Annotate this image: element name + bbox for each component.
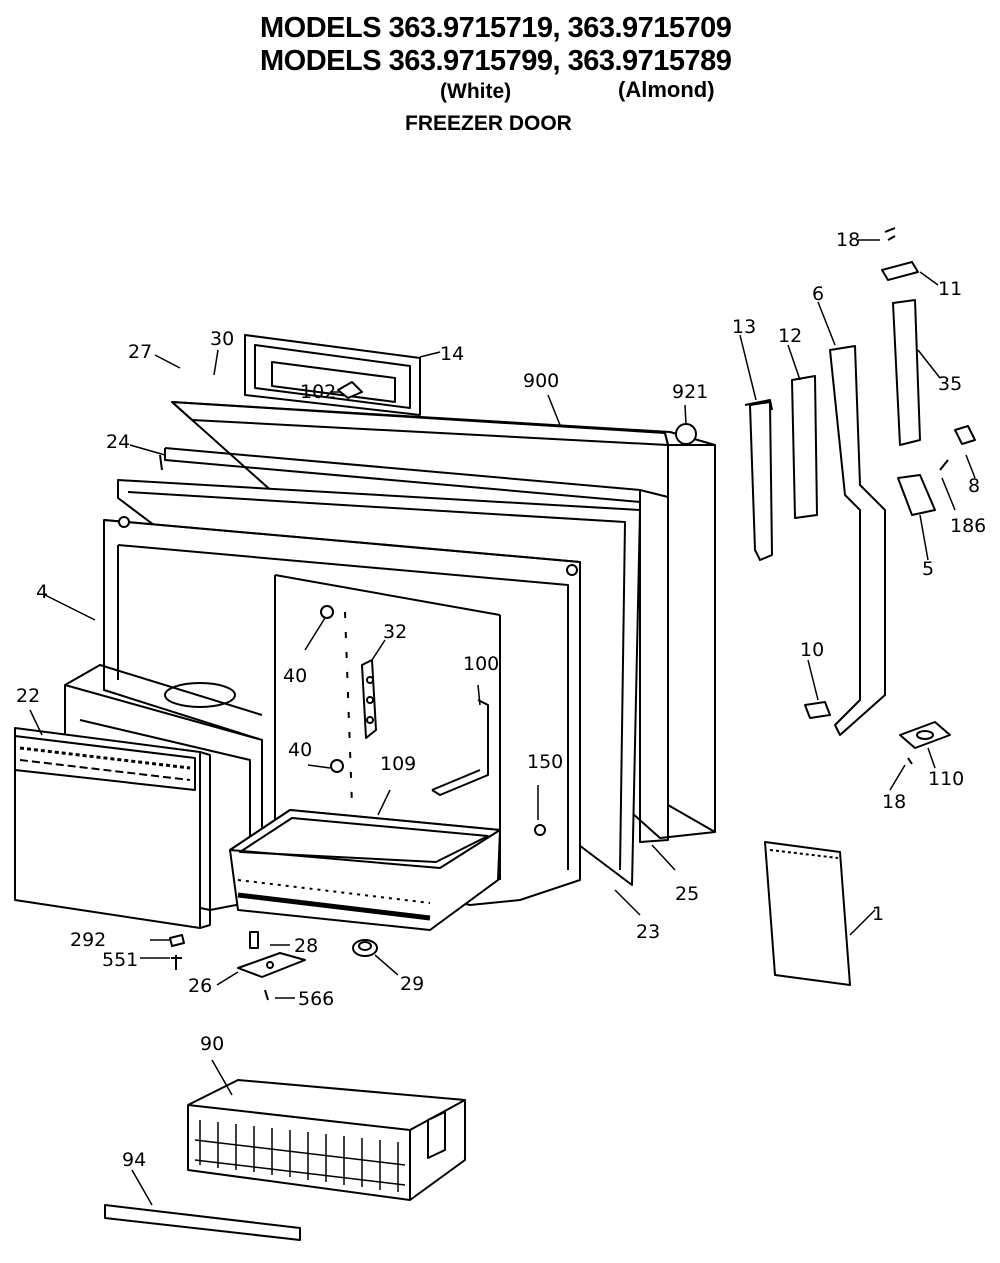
hinge-6 bbox=[829, 345, 886, 736]
callout-40-top: 40 bbox=[283, 665, 307, 687]
callout-26: 26 bbox=[188, 975, 212, 997]
callout-94: 94 bbox=[122, 1149, 146, 1171]
callout-10: 10 bbox=[800, 639, 824, 661]
models-line-2: MODELS 363.9715799, 363.9715789 bbox=[260, 45, 732, 77]
models-line-1: MODELS 363.9715719, 363.9715709 bbox=[260, 12, 732, 44]
callout-102: 102 bbox=[300, 381, 336, 403]
dispenser-panel-14 bbox=[244, 334, 421, 416]
callout-24: 24 bbox=[106, 431, 130, 453]
callout-551: 551 bbox=[102, 949, 138, 971]
leader-lines bbox=[29, 239, 976, 1206]
trim-13 bbox=[744, 399, 773, 561]
callout-921: 921 bbox=[672, 381, 708, 403]
bracket-110 bbox=[899, 721, 951, 749]
callout-5: 5 bbox=[922, 558, 934, 580]
rail-94 bbox=[104, 1204, 301, 1241]
callout-109: 109 bbox=[380, 753, 416, 775]
instruction-sheet-1 bbox=[764, 841, 851, 986]
callout-566: 566 bbox=[298, 988, 334, 1010]
hinge-cover-11 bbox=[881, 261, 919, 281]
callout-30: 30 bbox=[210, 328, 234, 350]
callout-27: 27 bbox=[128, 341, 152, 363]
callout-18-top: 18 bbox=[836, 229, 860, 251]
part-186 bbox=[939, 459, 949, 471]
callout-40-bottom: 40 bbox=[288, 739, 312, 761]
diagram-header: MODELS 363.9715719, 363.9715709 MODELS 3… bbox=[0, 0, 1000, 150]
callout-150: 150 bbox=[527, 751, 563, 773]
screw-18 bbox=[884, 227, 913, 765]
callout-292: 292 bbox=[70, 929, 106, 951]
door-gasket-24 bbox=[159, 447, 669, 843]
bracket-5 bbox=[897, 474, 936, 516]
callout-100: 100 bbox=[463, 653, 499, 675]
trim-12 bbox=[791, 375, 818, 519]
inner-liner-4 bbox=[103, 516, 581, 906]
callout-186: 186 bbox=[950, 515, 986, 537]
callout-12: 12 bbox=[778, 325, 802, 347]
tray-109 bbox=[229, 809, 501, 931]
callout-90: 90 bbox=[200, 1033, 224, 1055]
plug-921 bbox=[675, 423, 697, 445]
shelf-front-22 bbox=[14, 727, 211, 929]
callout-22: 22 bbox=[16, 685, 40, 707]
callout-25: 25 bbox=[675, 883, 699, 905]
callout-900: 900 bbox=[523, 370, 559, 392]
part-8 bbox=[954, 425, 976, 445]
small-hardware bbox=[169, 931, 378, 1001]
callout-4: 4 bbox=[36, 581, 48, 603]
section-title: FREEZER DOOR bbox=[405, 112, 572, 135]
callout-11: 11 bbox=[938, 278, 962, 300]
callout-14: 14 bbox=[440, 343, 464, 365]
part-10 bbox=[804, 701, 831, 719]
callout-1: 1 bbox=[872, 903, 884, 925]
callout-18-bottom: 18 bbox=[882, 791, 906, 813]
callout-6: 6 bbox=[812, 283, 824, 305]
channel-35 bbox=[892, 299, 921, 446]
callout-23: 23 bbox=[636, 921, 660, 943]
callout-8: 8 bbox=[968, 475, 980, 497]
callout-29: 29 bbox=[400, 973, 424, 995]
basket-90 bbox=[187, 1079, 466, 1201]
callout-13: 13 bbox=[732, 316, 756, 338]
variant-white-label: (White) bbox=[440, 80, 512, 103]
callout-35: 35 bbox=[938, 373, 962, 395]
callout-28: 28 bbox=[294, 935, 318, 957]
callout-32: 32 bbox=[383, 621, 407, 643]
variant-almond-label: (Almond) bbox=[618, 77, 715, 102]
callout-110: 110 bbox=[928, 768, 964, 790]
